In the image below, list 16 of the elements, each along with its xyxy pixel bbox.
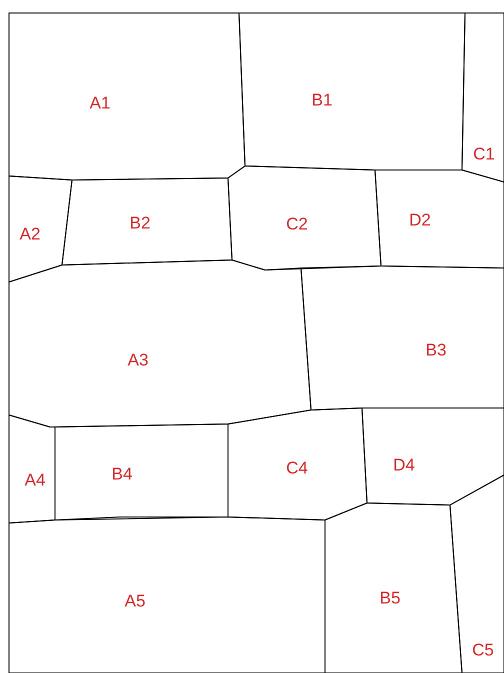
region-label: C4 <box>286 460 308 476</box>
region-label: A1 <box>90 94 110 112</box>
region-label: B4 <box>112 466 132 482</box>
region-label: A3 <box>128 352 148 368</box>
region-label: C1 <box>473 146 495 162</box>
region-label: A4 <box>24 472 46 488</box>
region-label: B5 <box>380 590 400 606</box>
region-label: B2 <box>130 214 150 232</box>
region-label: B1 <box>312 92 332 108</box>
region-label: A2 <box>20 226 40 242</box>
region-label: D4 <box>393 456 415 474</box>
region-label: B3 <box>426 342 446 358</box>
region-label: A5 <box>124 592 146 610</box>
region-label: C5 <box>472 642 494 658</box>
region-label: C2 <box>286 216 308 232</box>
region-label: D2 <box>409 212 431 228</box>
